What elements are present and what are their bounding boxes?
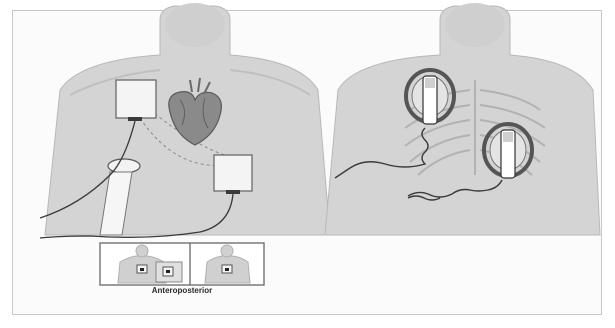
upper-paddle-icon <box>406 70 454 124</box>
apical-pad <box>214 155 252 194</box>
sternal-pad <box>116 80 156 121</box>
left-neck <box>165 3 225 47</box>
right-torso <box>325 3 600 235</box>
inset-caption: Anteroposterior <box>100 286 264 295</box>
anteroposterior-inset <box>100 243 264 285</box>
lower-paddle-icon <box>484 124 532 178</box>
